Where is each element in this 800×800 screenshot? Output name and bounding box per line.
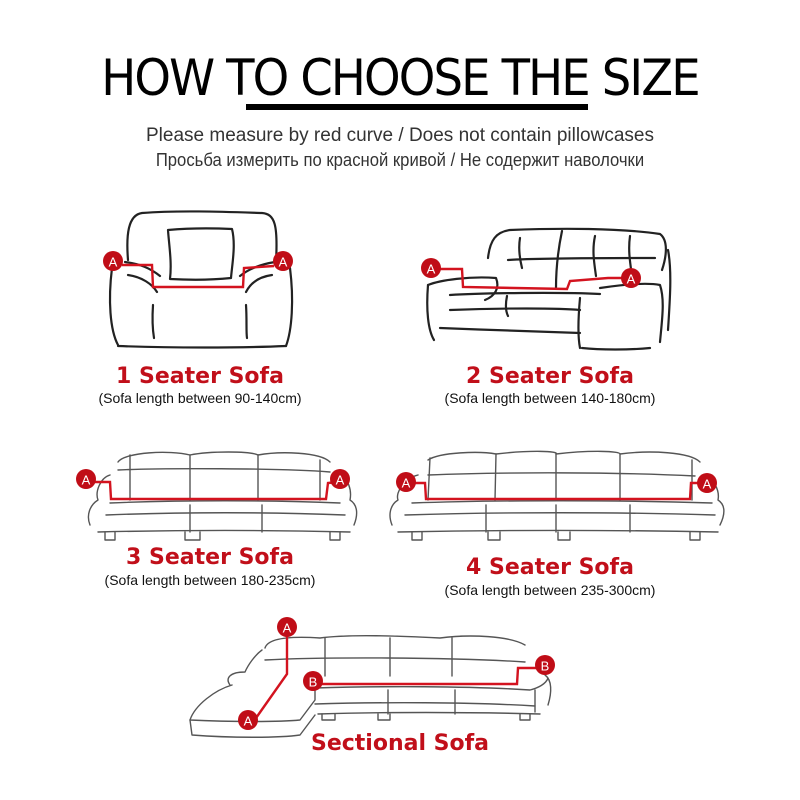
page-title: HOW TO CHOOSE THE SIZE — [101, 49, 700, 107]
svg-text:B: B — [309, 675, 318, 690]
marker-a-left: A — [103, 251, 123, 271]
four-seater-range: (Sofa length between 235-300cm) — [444, 582, 656, 598]
svg-text:A: A — [703, 477, 712, 492]
three-seater-label: 3 Seater Sofa — [126, 545, 294, 570]
sectional-label: Sectional Sofa — [310, 731, 490, 756]
one-seater-label: 1 Seater Sofa — [116, 364, 284, 389]
title-underline — [246, 104, 588, 110]
svg-text:A: A — [402, 476, 411, 491]
svg-text:A: A — [283, 621, 292, 636]
svg-text:A: A — [82, 473, 91, 488]
two-seater-label: 2 Seater Sofa — [466, 364, 634, 389]
svg-text:A: A — [427, 262, 436, 277]
subtitle-russian: Просьба измерить по красной кривой / Не … — [155, 149, 645, 170]
one-seater-range: (Sofa length between 90-140cm) — [98, 390, 302, 406]
svg-text:B: B — [541, 659, 550, 674]
four-seater-label: 4 Seater Sofa — [466, 555, 634, 580]
svg-text:A: A — [109, 255, 118, 270]
two-seater-range: (Sofa length between 140-180cm) — [444, 390, 656, 406]
marker-a-right: A — [273, 251, 293, 271]
subtitle-english: Please measure by red curve / Does not c… — [146, 125, 654, 146]
svg-text:A: A — [244, 714, 253, 729]
armchair-drawing — [108, 210, 294, 349]
svg-text:A: A — [336, 473, 345, 488]
svg-text:A: A — [279, 255, 288, 270]
three-seater-range: (Sofa length between 180-235cm) — [104, 572, 316, 588]
svg-text:A: A — [627, 272, 636, 287]
loveseat-drawing — [426, 227, 672, 351]
